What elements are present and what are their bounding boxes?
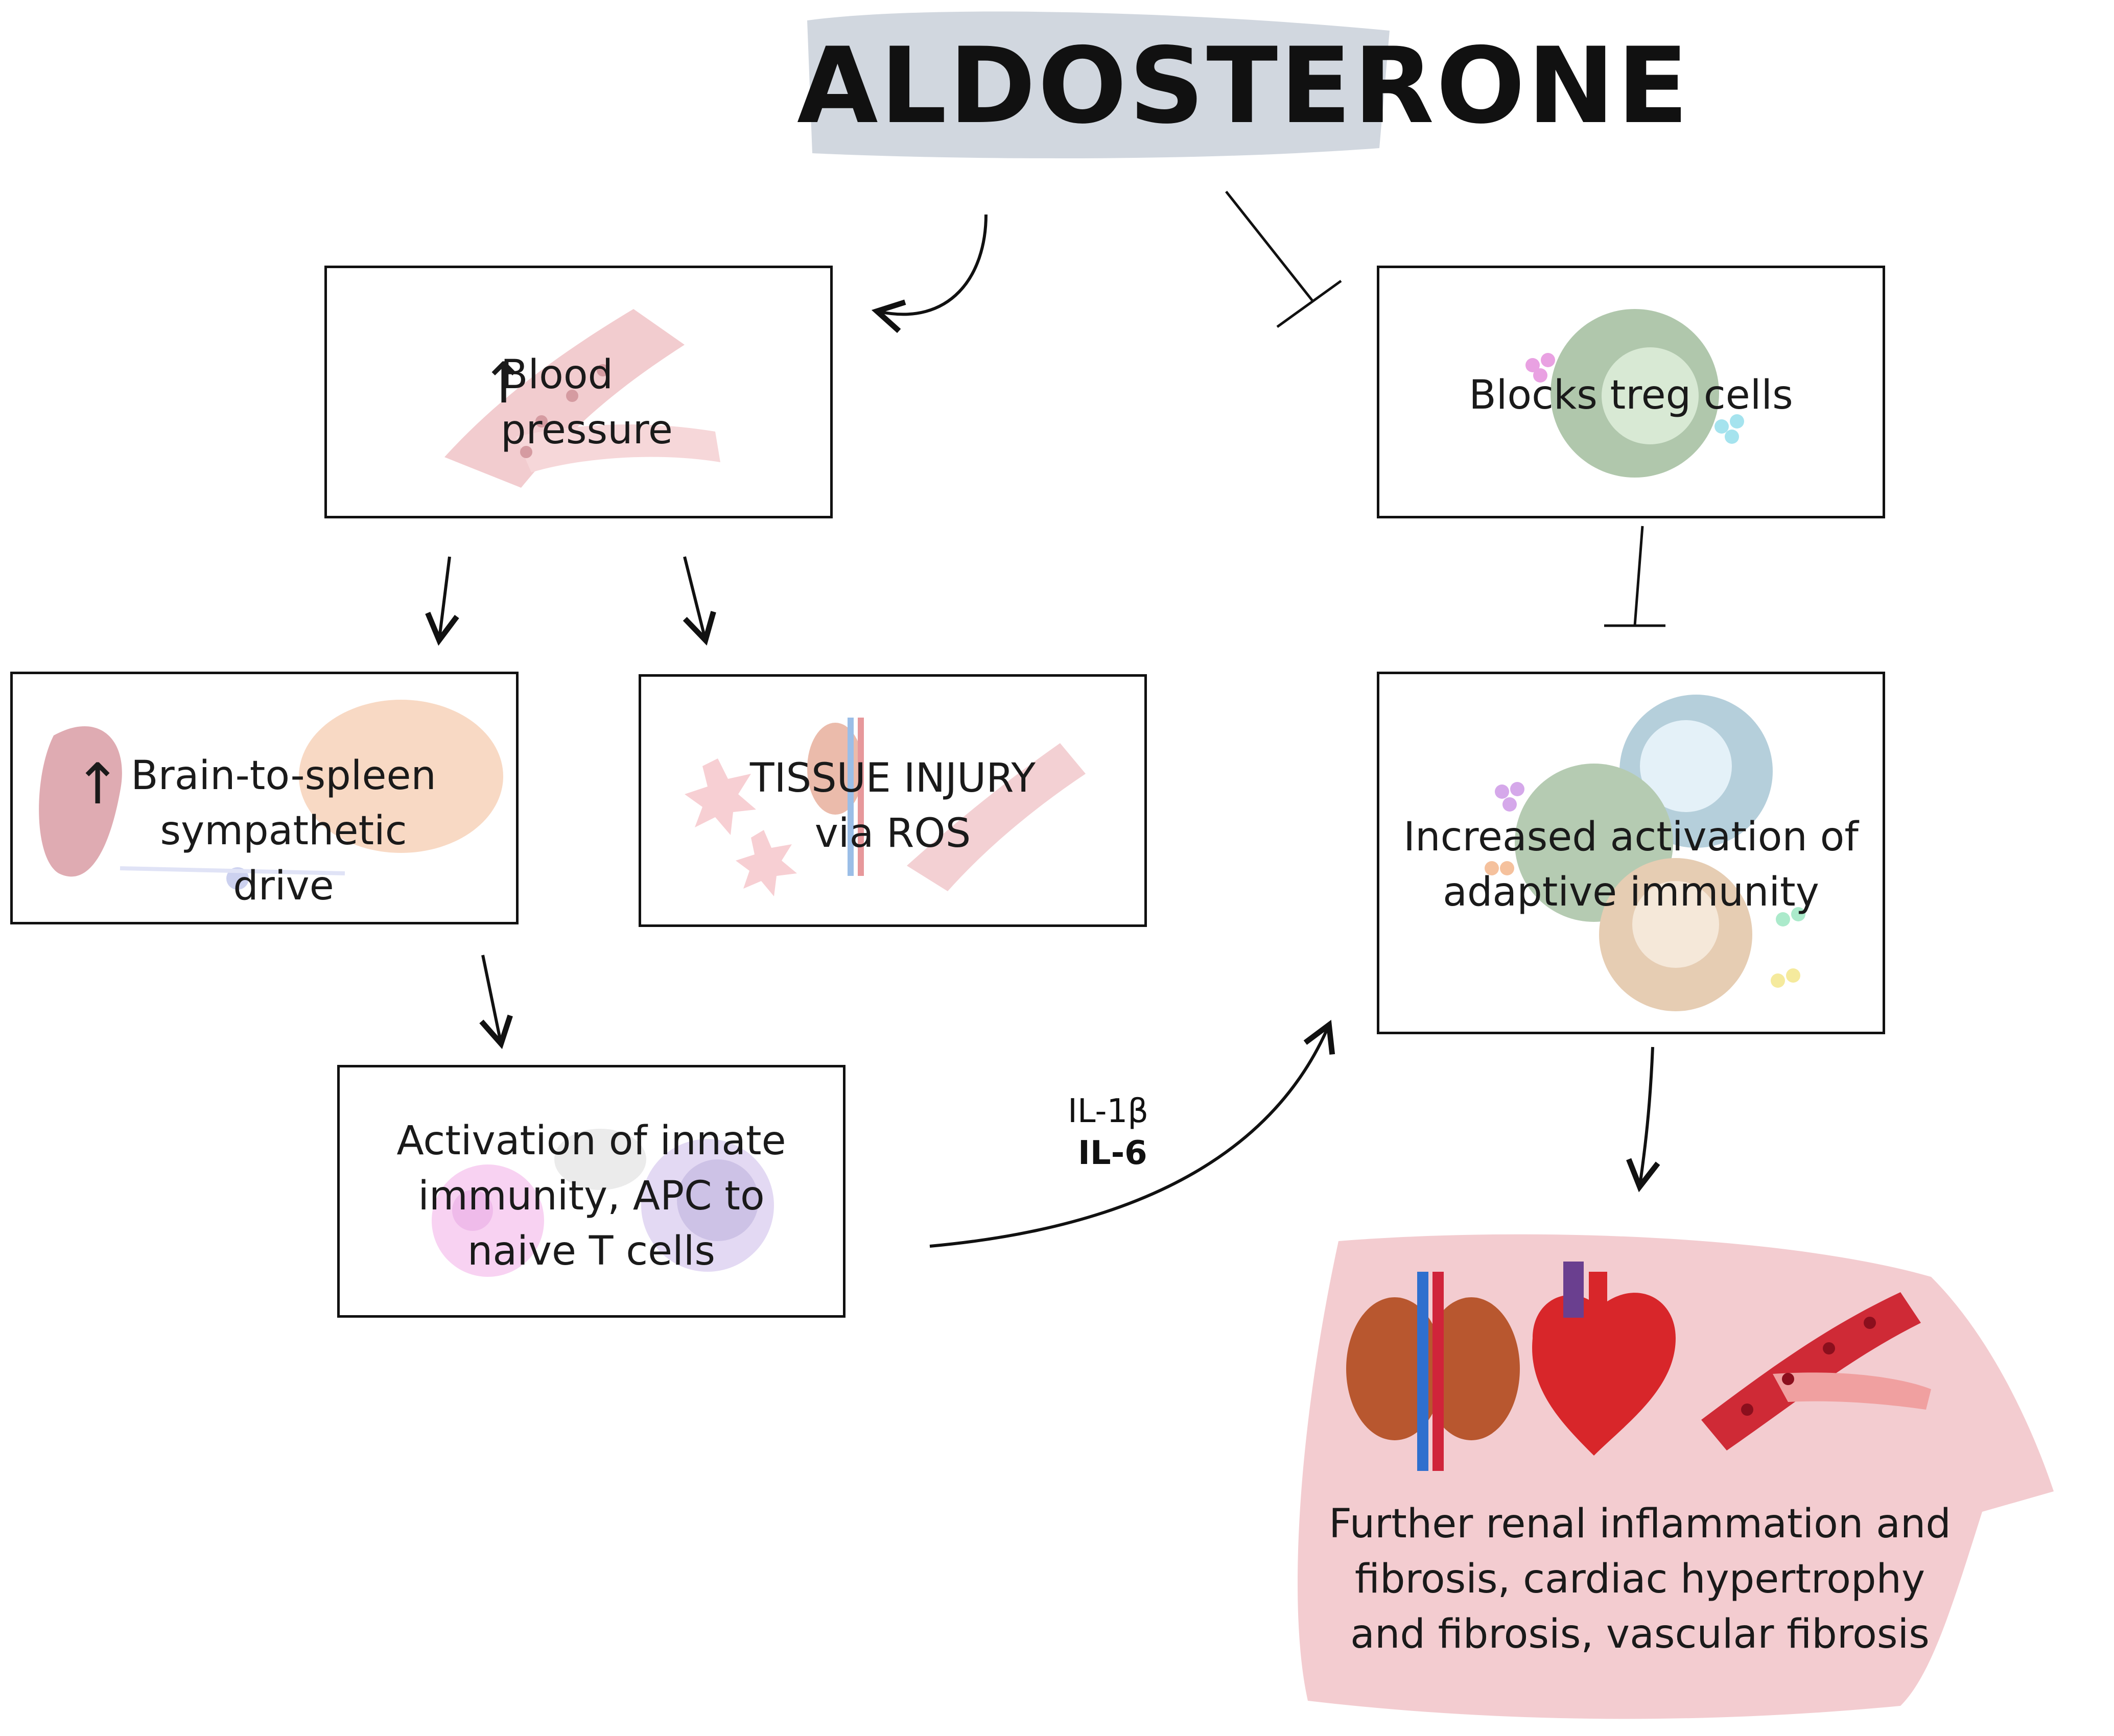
tissue-injury-label: TISSUE INJURY via ROS bbox=[641, 751, 1144, 861]
outcome-line-1: Further renal inflammation and bbox=[1329, 1501, 1951, 1547]
outcome-label: Further renal inflammation and fibrosis,… bbox=[1308, 1496, 1972, 1662]
blood-vessel-icon bbox=[1701, 1292, 1931, 1450]
tissue-injury-line-2: via ROS bbox=[814, 811, 971, 857]
blood-pressure-line-1: Blood bbox=[501, 352, 614, 398]
brain-icon bbox=[299, 700, 503, 853]
adaptive-immunity-line-2: adaptive immunity bbox=[1443, 869, 1819, 915]
sympathetic-box: ↑ Brain-to-spleen sympathetic drive bbox=[10, 672, 519, 924]
arrow-sympathetic-to-innate bbox=[479, 955, 513, 1050]
arrow-bp-to-tissue-injury bbox=[683, 556, 716, 646]
blood-pressure-box: ↑ Blood pressure bbox=[324, 266, 833, 518]
neuron-icon bbox=[120, 866, 345, 890]
brain-spleen-illustration bbox=[39, 700, 503, 890]
adaptive-immunity-box: Increased activation of adaptive immunit… bbox=[1377, 672, 1885, 1034]
innate-immunity-line-1: Activation of innate bbox=[396, 1118, 786, 1164]
innate-immunity-line-2: immunity, APC to bbox=[418, 1173, 765, 1219]
inhibit-aldosterone-to-treg bbox=[1225, 191, 1342, 328]
title-brush-background bbox=[807, 11, 1390, 158]
sympathetic-line-1: Brain-to-spleen bbox=[131, 753, 436, 799]
tissue-injury-line-1: TISSUE INJURY bbox=[749, 755, 1036, 801]
sympathetic-line-2: sympathetic drive bbox=[160, 808, 407, 909]
cytokine-il1b: IL-1β bbox=[1068, 1092, 1149, 1130]
treg-label: Blocks treg cells bbox=[1469, 372, 1793, 418]
up-arrow-icon: ↑ bbox=[480, 350, 528, 416]
heart-icon bbox=[1532, 1262, 1676, 1456]
blood-pressure-line-2: pressure bbox=[501, 407, 673, 453]
outcome-line-3: and fibrosis, vascular fibrosis bbox=[1350, 1611, 1930, 1657]
immune-cells-icon bbox=[1485, 695, 1805, 1011]
ros-burst-icon bbox=[685, 758, 797, 896]
adaptive-immunity-line-1: Increased activation of bbox=[1403, 814, 1859, 860]
sympathetic-label: Brain-to-spleen sympathetic drive bbox=[105, 748, 462, 914]
inhibit-treg-to-adaptive bbox=[1604, 526, 1665, 627]
innate-immunity-label: Activation of innate immunity, APC to na… bbox=[340, 1113, 843, 1279]
arrow-aldosterone-to-blood-pressure bbox=[871, 214, 988, 333]
arrow-innate-to-adaptive bbox=[929, 1019, 1335, 1248]
cytokine-il6: IL-6 bbox=[1078, 1134, 1147, 1172]
kidney-icon bbox=[1346, 1272, 1520, 1471]
adaptive-immunity-label: Increased activation of adaptive immunit… bbox=[1379, 810, 1883, 920]
blood-pressure-label: Blood pressure bbox=[501, 347, 673, 458]
innate-immunity-line-3: naive T cells bbox=[467, 1228, 716, 1274]
outcome-line-2: fibrosis, cardiac hypertrophy bbox=[1354, 1556, 1925, 1602]
arrow-bp-to-sympathetic bbox=[425, 556, 459, 646]
apc-cell-icon bbox=[432, 1129, 774, 1277]
kidney-icon bbox=[807, 718, 864, 876]
treg-cell-icon bbox=[1525, 309, 1744, 478]
tissue-injury-box: TISSUE INJURY via ROS bbox=[639, 674, 1147, 927]
innate-immunity-box: Activation of innate immunity, APC to na… bbox=[337, 1065, 845, 1318]
tissue-injury-illustration bbox=[685, 718, 1086, 896]
cytokine-labels: IL-1β IL-6 bbox=[1068, 1090, 1148, 1174]
blood-vessel-icon bbox=[444, 309, 720, 488]
treg-box: Blocks treg cells bbox=[1377, 266, 1885, 518]
arrow-adaptive-to-outcome bbox=[1626, 1047, 1660, 1193]
up-arrow-icon: ↑ bbox=[74, 751, 122, 817]
spleen-icon bbox=[39, 726, 122, 877]
